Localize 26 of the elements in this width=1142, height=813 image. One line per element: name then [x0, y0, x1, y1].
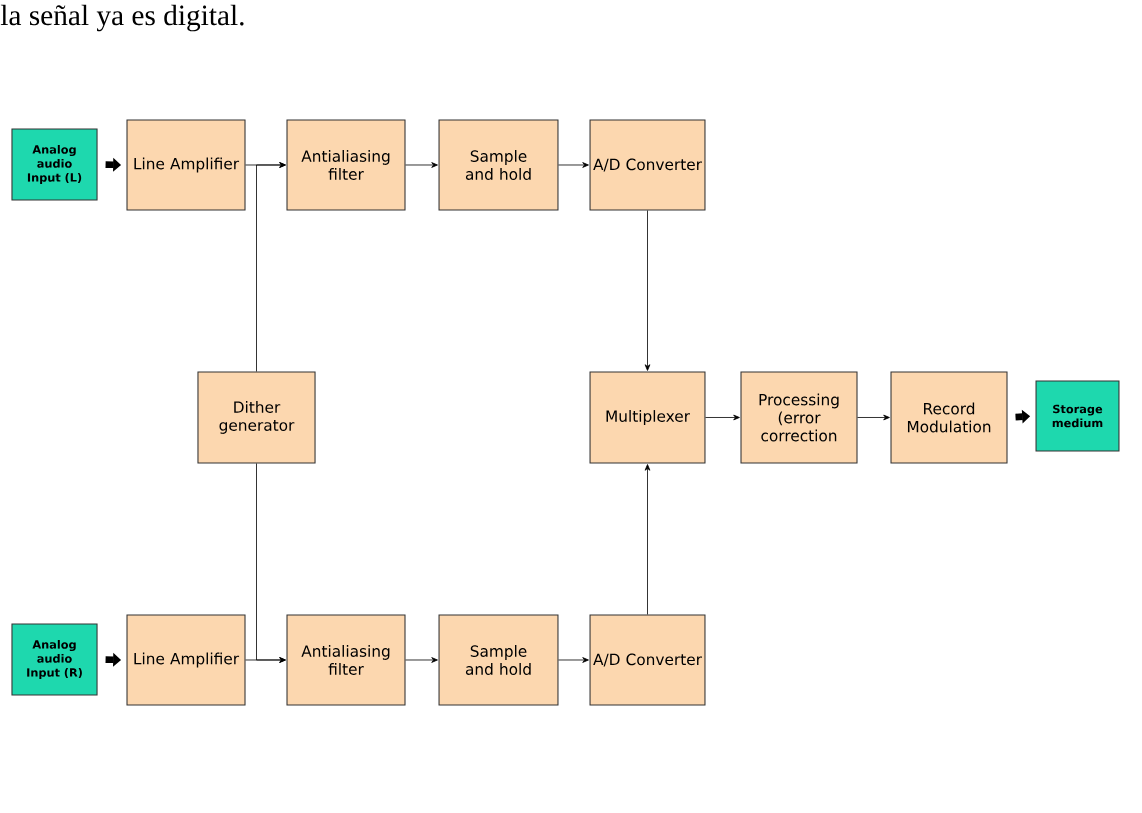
process-box: Line Amplifier	[126, 614, 246, 706]
process-box: Multiplexer	[589, 371, 706, 464]
arrow	[558, 657, 589, 663]
terminal-box: Storage medium	[1035, 380, 1120, 452]
arrow	[644, 210, 651, 371]
arrow	[256, 162, 286, 372]
process-box: Processing (error correction	[740, 371, 858, 464]
terminal-box: Analog audio Input (L)	[11, 128, 98, 201]
process-box: Dither generator	[197, 371, 316, 464]
process-box: A/D Converter	[589, 614, 706, 706]
process-box: Antialiasing filter	[286, 119, 406, 211]
process-box: Sample and hold	[438, 119, 559, 211]
terminal-box: Analog audio Input (R)	[11, 623, 98, 696]
process-box: A/D Converter	[589, 119, 706, 211]
process-box: Sample and hold	[438, 614, 559, 706]
arrow	[705, 414, 740, 421]
arrow	[857, 414, 890, 421]
arrow	[405, 162, 438, 168]
arrow	[558, 162, 589, 168]
body-text: la señal ya es digital.	[0, 4, 244, 32]
arrow	[644, 464, 651, 615]
process-box: Line Amplifier	[126, 119, 246, 211]
process-box: Record Modulation	[890, 371, 1008, 464]
process-box: Antialiasing filter	[286, 614, 406, 706]
arrow	[405, 657, 438, 663]
arrow	[256, 463, 286, 663]
